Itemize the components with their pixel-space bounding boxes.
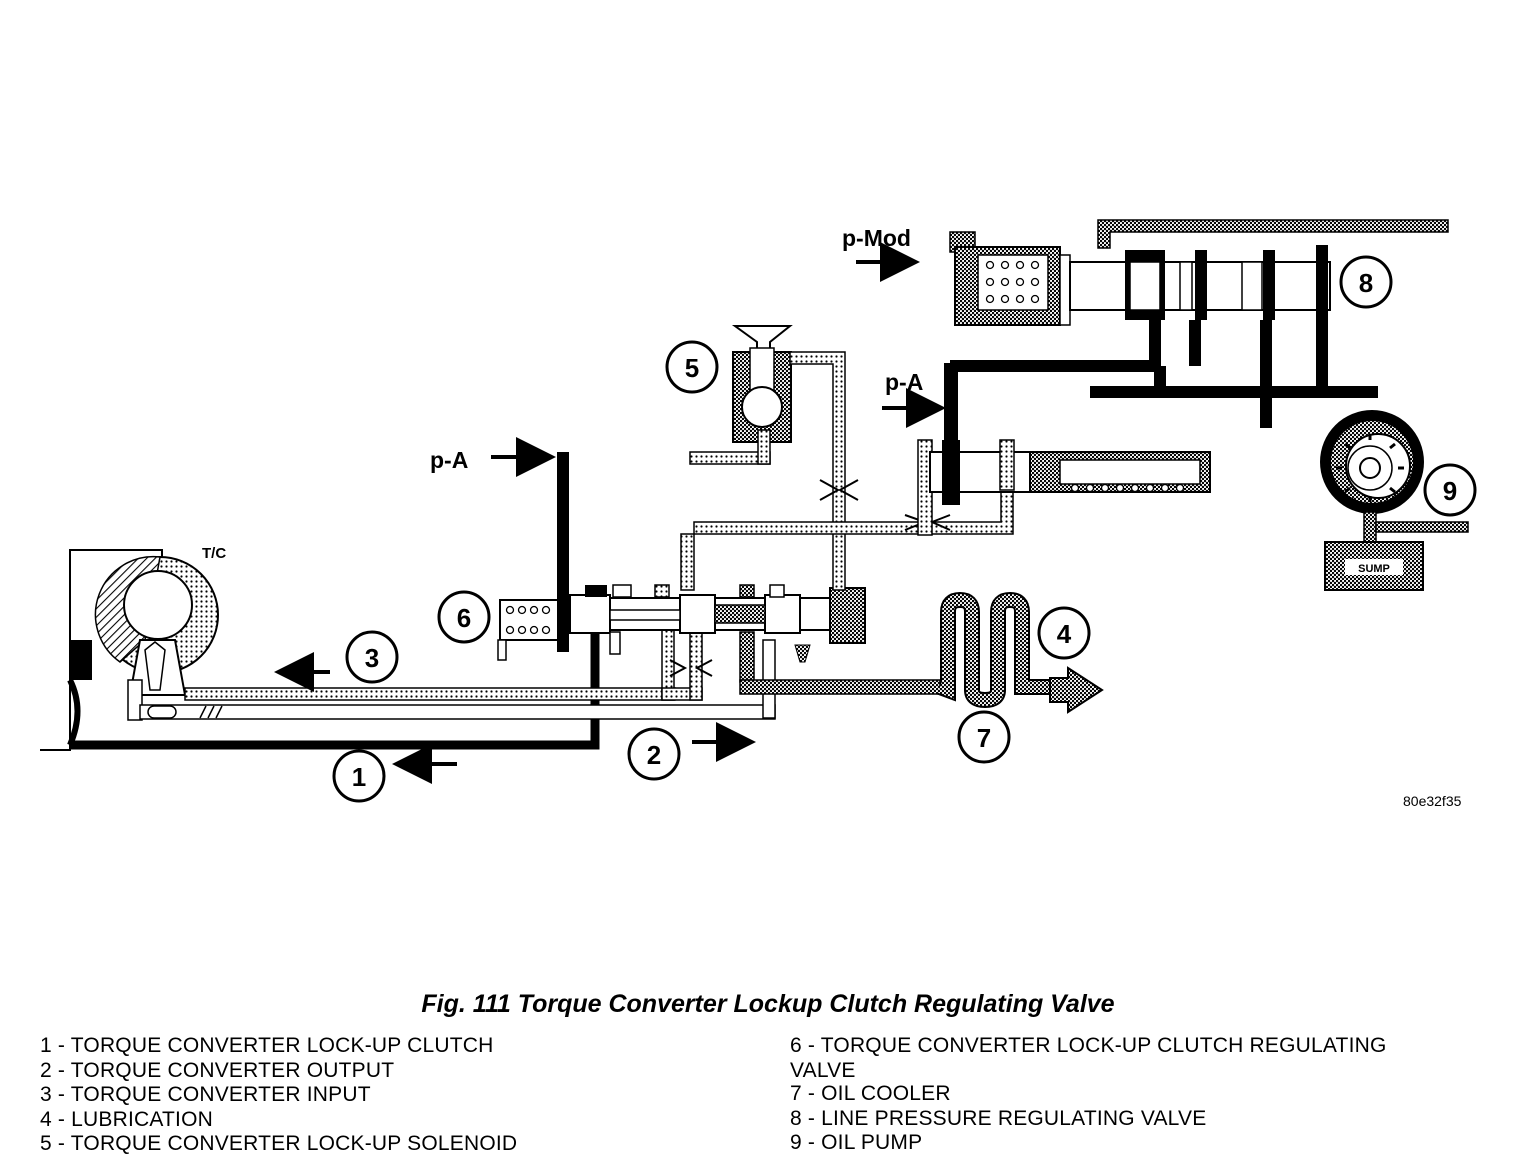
svg-text:8: 8 — [1359, 268, 1373, 298]
legend-item: 3 - TORQUE CONVERTER INPUT — [40, 1083, 371, 1106]
pa-regulator-valve — [917, 363, 1211, 536]
legend-item: 5 - TORQUE CONVERTER LOCK-UP SOLENOID — [40, 1132, 518, 1155]
tc-circuit-lines — [70, 595, 776, 750]
callouts: 1 2 3 4 5 6 7 8 9 — [332, 255, 1477, 803]
pressure-labels: p-Mod p-A p-A — [430, 225, 946, 477]
callout-8: 8 — [1339, 255, 1393, 309]
supply-lines — [680, 487, 1014, 591]
callout-3: 3 — [345, 630, 399, 684]
line-pressure-regulating-valve — [949, 219, 1449, 428]
p-mod-label: p-Mod — [842, 225, 911, 251]
figure-code: 80e32f35 — [1403, 793, 1462, 809]
legend-item: 9 - OIL PUMP — [790, 1131, 923, 1154]
legend-right: 6 - TORQUE CONVERTER LOCK-UP CLUTCH REGU… — [790, 1034, 1490, 1156]
legend-item: 8 - LINE PRESSURE REGULATING VALVE — [790, 1106, 1207, 1130]
sump-label: SUMP — [1358, 563, 1390, 575]
tc-label: T/C — [202, 545, 226, 562]
callout-2: 2 — [627, 727, 681, 781]
legend-item: 1 - TORQUE CONVERTER LOCK-UP CLUTCH — [40, 1034, 494, 1057]
legend-item: 7 - OIL COOLER — [790, 1082, 951, 1105]
svg-text:2: 2 — [647, 740, 661, 770]
svg-text:3: 3 — [365, 643, 379, 673]
flow-arrows — [274, 652, 756, 784]
oil-pump: SUMP — [1320, 410, 1469, 591]
torque-converter: T/C — [40, 545, 226, 751]
callout-7: 7 — [957, 710, 1011, 764]
hydraulic-schematic: T/C — [40, 219, 1477, 809]
callout-1: 1 — [332, 749, 386, 803]
svg-text:7: 7 — [977, 723, 991, 753]
svg-text:4: 4 — [1057, 619, 1072, 649]
legend-item: 2 - TORQUE CONVERTER OUTPUT — [40, 1058, 395, 1082]
svg-text:1: 1 — [352, 762, 366, 792]
p-a-left-label: p-A — [430, 447, 468, 473]
cooler-circuit — [739, 591, 1104, 714]
callout-4: 4 — [1037, 606, 1091, 660]
svg-text:9: 9 — [1443, 476, 1457, 506]
p-a-top-label: p-A — [885, 369, 923, 395]
legend-item: 4 - LUBRICATION — [40, 1107, 213, 1131]
legend-left: 1 - TORQUE CONVERTER LOCK-UP CLUTCH 2 - … — [40, 1034, 740, 1157]
figure-caption: Fig. 111 Torque Converter Lockup Clutch … — [421, 990, 1115, 1018]
callout-6: 6 — [437, 590, 491, 644]
callout-5: 5 — [665, 340, 719, 394]
legend-item: 6 - TORQUE CONVERTER LOCK-UP CLUTCH REGU… — [790, 1034, 1387, 1082]
svg-text:6: 6 — [457, 603, 471, 633]
lockup-solenoid — [689, 325, 859, 591]
svg-text:5: 5 — [685, 353, 699, 383]
callout-9: 9 — [1423, 463, 1477, 517]
